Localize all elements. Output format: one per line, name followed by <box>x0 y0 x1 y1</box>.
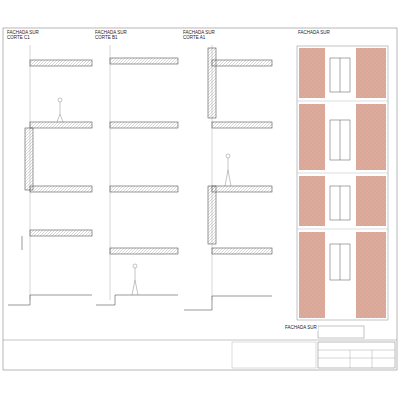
view-title: FACHADA SUR <box>284 326 318 331</box>
view-title: CORTE B1 <box>94 36 118 41</box>
view-title: CORTE A1 <box>182 36 206 41</box>
view-title: FACHADA SUR <box>297 31 331 36</box>
view-title: CORTE C1 <box>6 36 31 41</box>
